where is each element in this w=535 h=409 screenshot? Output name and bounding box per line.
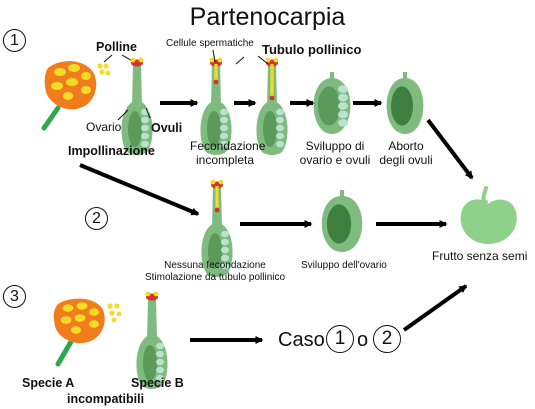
case-2-marker: 2 xyxy=(85,207,108,230)
pistil-tube-start xyxy=(200,57,232,155)
pistil-tube-fertilization xyxy=(256,57,288,155)
ovary-developing-case2 xyxy=(321,190,363,252)
label-polline: Polline xyxy=(96,40,137,54)
pistils-layer xyxy=(121,57,424,389)
label-specie-a: Specie A xyxy=(22,376,75,390)
label-incompatibili: incompatibili xyxy=(67,392,145,406)
ovary-developing xyxy=(313,72,351,134)
label-caso: Caso xyxy=(278,329,325,351)
caso-to-fruit-arrow xyxy=(402,284,468,332)
seedless-fruit-icon xyxy=(460,186,517,244)
row1-arrows xyxy=(79,99,474,216)
cellule-pointers xyxy=(212,49,269,65)
label-frutto-senza-semi: Frutto senza semi xyxy=(432,249,528,263)
label-ovario: Ovario xyxy=(86,120,122,134)
polline-pointer-lines xyxy=(103,54,135,63)
label-sviluppo-ovario: Sviluppo dell'ovario xyxy=(301,260,387,271)
flower-icon xyxy=(41,61,97,131)
flower-species-a-icon xyxy=(53,298,105,367)
label-ovuli: Ovuli xyxy=(151,121,183,135)
caso-case-1-marker: 1 xyxy=(326,325,354,353)
pollen-grains xyxy=(97,63,111,76)
label-tubulo-pollinico: Tubulo pollinico xyxy=(262,42,362,57)
label-caso-o: o xyxy=(357,329,369,351)
pollen-grains-species-a xyxy=(107,303,122,323)
ovary-aborted-ovules xyxy=(386,72,424,134)
label-impollinazione: Impollinazione xyxy=(68,144,155,158)
caso-case-2-marker: 2 xyxy=(373,325,401,353)
pistil-ovary xyxy=(121,57,153,155)
ovario-pointer xyxy=(117,107,151,121)
label-specie-b: Specie B xyxy=(131,376,184,390)
case-1-marker: 1 xyxy=(3,29,26,52)
pistil-no-fertilization xyxy=(201,179,233,277)
case-3-marker: 3 xyxy=(3,285,26,308)
label-cellule-spermatiche: Cellule spermatiche xyxy=(166,38,254,49)
pistil-species-b xyxy=(136,291,168,389)
diagram-title: Partenocarpia xyxy=(189,3,346,31)
